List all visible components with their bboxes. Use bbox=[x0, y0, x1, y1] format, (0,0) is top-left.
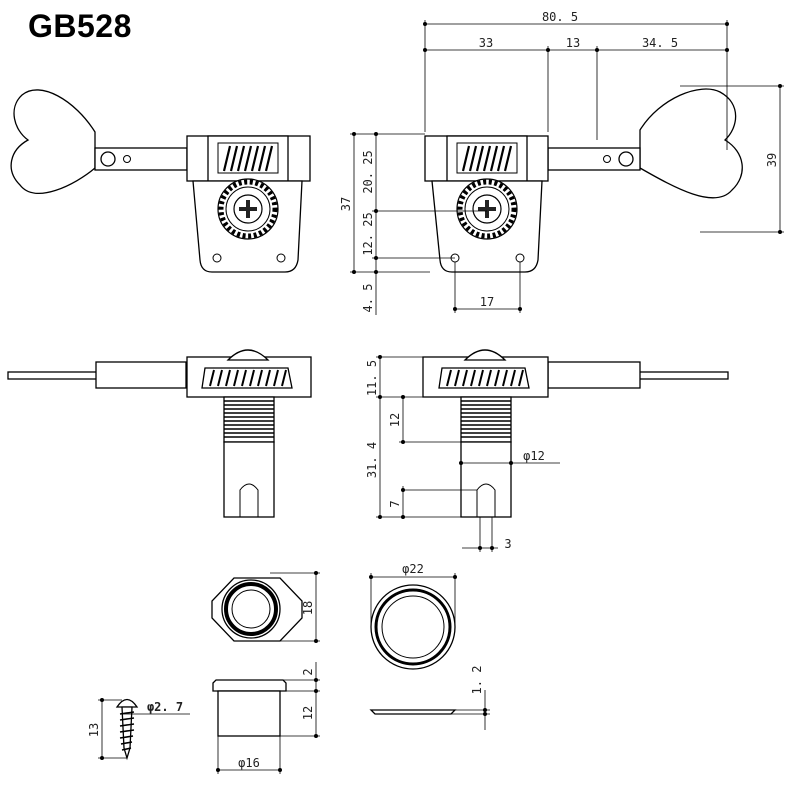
dim-h-lower: 4. 5 bbox=[361, 284, 375, 313]
dim-bush-len: 12 bbox=[301, 706, 315, 720]
dim-screw-dia: φ2. 7 bbox=[147, 700, 183, 714]
dim-shaft-dia: φ12 bbox=[523, 449, 545, 463]
dim-shaft-len: 31. 4 bbox=[365, 442, 379, 478]
dim-washer-dia: φ22 bbox=[402, 562, 424, 576]
dim-overall-width: 80. 5 bbox=[542, 10, 578, 24]
dim-slot-depth: 7 bbox=[388, 500, 402, 507]
front-view-left bbox=[10, 89, 311, 273]
washer-top-view bbox=[369, 573, 457, 670]
dim-bush-flange: 2 bbox=[301, 668, 315, 675]
dim-seg-b: 13 bbox=[566, 36, 580, 50]
dim-bush-dia: φ16 bbox=[238, 756, 260, 770]
dim-h-upper: 20. 25 bbox=[361, 150, 375, 193]
dim-seg-a: 33 bbox=[479, 36, 493, 50]
dim-key-height: 39 bbox=[765, 153, 779, 167]
screw-side-view bbox=[98, 698, 190, 761]
dim-h-mid: 12. 25 bbox=[361, 212, 375, 255]
side-view-left bbox=[7, 349, 312, 518]
dim-bush-hex: 18 bbox=[301, 601, 315, 615]
bushing-top-view bbox=[211, 571, 320, 643]
dim-seg-c: 34. 5 bbox=[642, 36, 678, 50]
dim-height-total: 37 bbox=[339, 197, 353, 211]
front-view-right bbox=[424, 88, 743, 273]
dim-slot-width: 3 bbox=[504, 537, 511, 551]
bushing-side-view bbox=[212, 662, 320, 774]
dim-screw-spacing: 17 bbox=[480, 295, 494, 309]
dims-top-right bbox=[350, 20, 784, 315]
dim-thread-len: 12 bbox=[388, 413, 402, 427]
dims-middle bbox=[376, 355, 560, 552]
washer-side-view bbox=[369, 690, 490, 730]
model-title: GB528 bbox=[28, 8, 132, 44]
dim-top-to-bush: 11. 5 bbox=[365, 360, 379, 396]
dim-washer-thk: 1. 2 bbox=[470, 666, 484, 695]
dim-screw-len: 13 bbox=[87, 723, 101, 737]
side-view-right bbox=[422, 349, 729, 518]
